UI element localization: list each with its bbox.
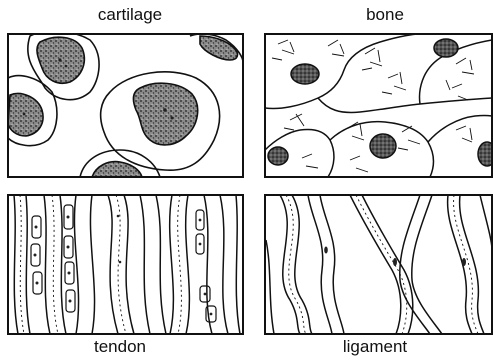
bone-panel [265, 34, 493, 177]
cartilage-panel [8, 31, 243, 177]
tendon-panel [14, 195, 240, 334]
ligament-panel [266, 195, 492, 334]
